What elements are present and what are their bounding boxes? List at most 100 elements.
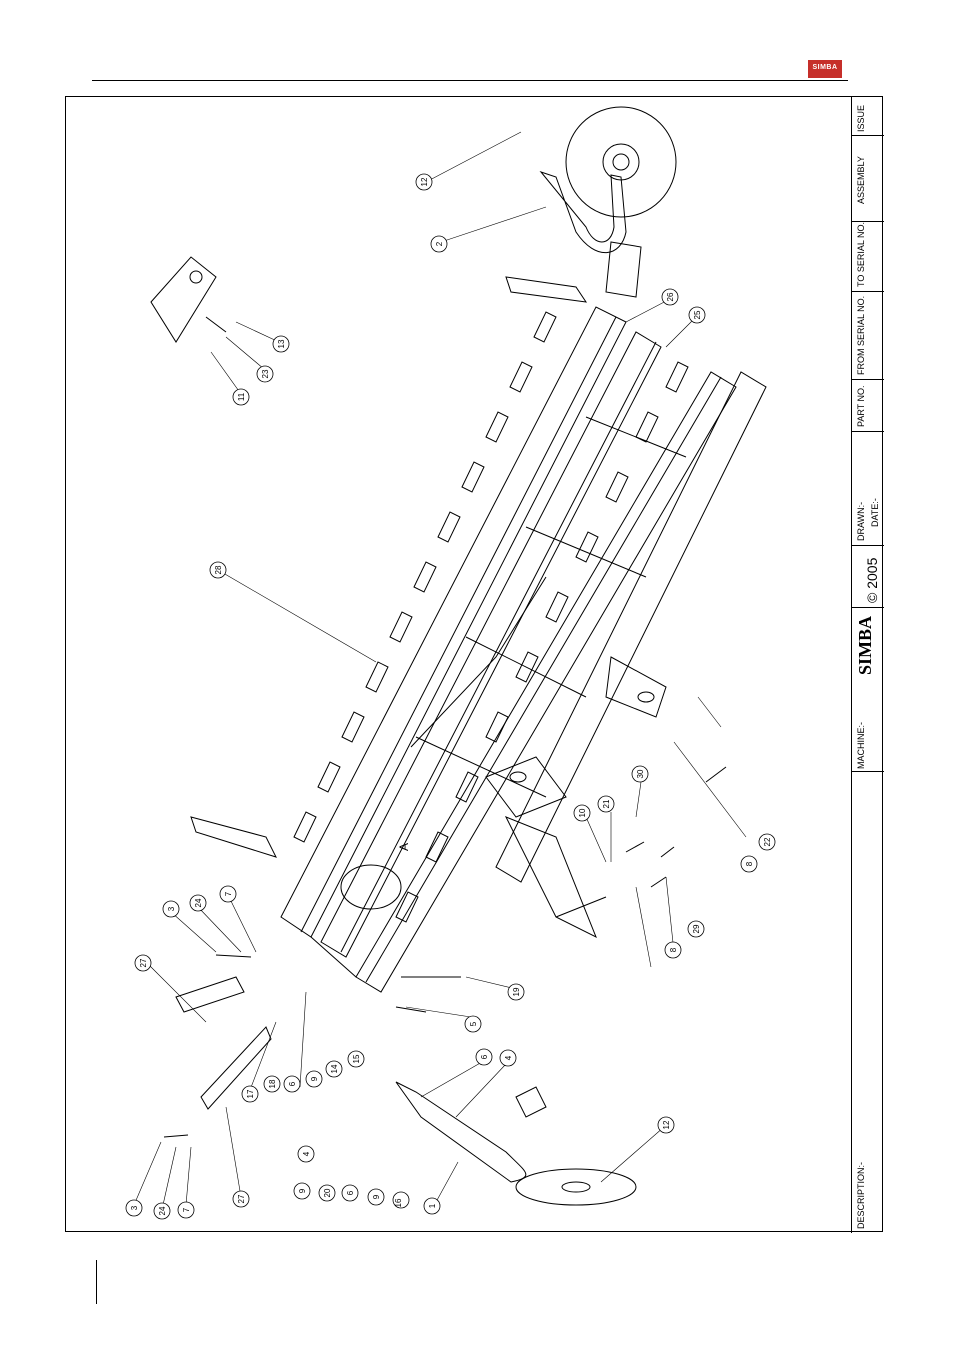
- callout-30: 30: [632, 766, 648, 782]
- tb-divider-to-serial: [851, 291, 884, 292]
- tb-divider-machine: [851, 771, 884, 772]
- svg-text:25: 25: [693, 310, 702, 319]
- svg-text:6: 6: [288, 1081, 297, 1086]
- svg-text:16: 16: [394, 1198, 403, 1207]
- svg-text:14: 14: [330, 1064, 339, 1073]
- callout-18: 18: [264, 1076, 280, 1092]
- tb-divider-from-serial: [851, 379, 884, 380]
- callout-6-mid: 6: [476, 1049, 492, 1065]
- callout-24-upper: 24: [190, 895, 206, 911]
- svg-text:10: 10: [578, 808, 587, 817]
- callout-6-lower: 6: [342, 1185, 358, 1201]
- svg-text:11: 11: [237, 392, 246, 401]
- callout-13: 13: [273, 336, 289, 352]
- svg-text:8: 8: [669, 947, 678, 952]
- view-label-a: A: [397, 843, 411, 851]
- svg-text:22: 22: [763, 837, 772, 846]
- svg-text:4: 4: [302, 1151, 311, 1156]
- callout-9-lower-a: 9: [294, 1183, 310, 1199]
- svg-text:6: 6: [480, 1054, 489, 1059]
- svg-text:4: 4: [504, 1055, 513, 1060]
- callout-21: 21: [598, 796, 614, 812]
- callout-7-lower: 7: [178, 1202, 194, 1218]
- svg-text:23: 23: [261, 369, 270, 378]
- callout-12-bottom: 12: [658, 1117, 674, 1133]
- copyright: © 2005: [864, 558, 880, 603]
- exploded-parts-diagram: 12 2 13 23 11 26 25 28 22 30 21 10 8 29 …: [66, 97, 884, 1233]
- svg-text:3: 3: [167, 906, 176, 911]
- svg-text:9: 9: [298, 1188, 307, 1193]
- svg-text:5: 5: [469, 1021, 478, 1026]
- svg-text:6: 6: [346, 1190, 355, 1195]
- callout-27-upper: 27: [135, 955, 151, 971]
- svg-text:28: 28: [214, 565, 223, 574]
- svg-text:15: 15: [352, 1054, 361, 1063]
- svg-text:13: 13: [277, 339, 286, 348]
- svg-text:12: 12: [662, 1120, 671, 1129]
- callout-17: 17: [242, 1086, 258, 1102]
- svg-text:7: 7: [182, 1207, 191, 1212]
- simba-logo: SIMBA: [808, 60, 842, 78]
- svg-text:2: 2: [435, 241, 444, 246]
- callout-2-top: 2: [431, 236, 447, 252]
- svg-text:9: 9: [310, 1076, 319, 1081]
- callout-15: 15: [348, 1051, 364, 1067]
- callout-11: 11: [233, 389, 249, 405]
- svg-text:20: 20: [323, 1188, 332, 1197]
- leader-lines: [134, 132, 746, 1205]
- callout-10: 10: [574, 805, 590, 821]
- part-no-label: PART NO.: [856, 385, 866, 427]
- brand-logo: SIMBA: [855, 616, 876, 675]
- callout-20: 20: [319, 1185, 335, 1201]
- callout-8-right: 8: [741, 856, 757, 872]
- svg-text:3: 3: [130, 1205, 139, 1210]
- callout-9-lower-b: 9: [368, 1189, 384, 1205]
- callout-7-upper: 7: [220, 886, 236, 902]
- machine-label: MACHINE:-: [856, 722, 866, 769]
- drawing-sheet: 12 2 13 23 11 26 25 28 22 30 21 10 8 29 …: [65, 96, 883, 1232]
- tb-vertical-divider: [851, 97, 852, 1233]
- callout-19: 19: [508, 984, 524, 1000]
- logo-text: SIMBA: [808, 64, 842, 71]
- callout-4-lower: 4: [298, 1146, 314, 1162]
- callout-27-lower: 27: [233, 1191, 249, 1207]
- callout-12-top: 12: [416, 174, 432, 190]
- callout-28: 28: [210, 562, 226, 578]
- frame-linework: [151, 107, 766, 1205]
- callout-6-upper: 6: [284, 1076, 300, 1092]
- tb-divider-logo: [851, 607, 884, 608]
- date-label: DATE:-: [870, 498, 880, 527]
- header-rule: [92, 80, 848, 81]
- svg-text:8: 8: [745, 861, 754, 866]
- from-serial-label: FROM SERIAL NO.: [856, 296, 866, 375]
- callouts: 12 2 13 23 11 26 25 28 22 30 21 10 8 29 …: [126, 174, 775, 1219]
- callout-3-upper: 3: [163, 901, 179, 917]
- svg-text:27: 27: [139, 958, 148, 967]
- svg-text:12: 12: [420, 177, 429, 186]
- drawn-label: DRAWN:-: [856, 502, 866, 541]
- svg-text:7: 7: [224, 891, 233, 896]
- callout-25: 25: [689, 307, 705, 323]
- svg-text:26: 26: [666, 292, 675, 301]
- assembly-label: ASSEMBLY: [856, 156, 866, 204]
- callout-14: 14: [326, 1061, 342, 1077]
- callout-26: 26: [662, 289, 678, 305]
- callout-24-lower: 24: [154, 1203, 170, 1219]
- svg-text:24: 24: [194, 898, 203, 907]
- svg-text:27: 27: [237, 1194, 246, 1203]
- svg-text:19: 19: [512, 987, 521, 996]
- svg-text:30: 30: [636, 769, 645, 778]
- svg-text:21: 21: [602, 799, 611, 808]
- svg-text:17: 17: [246, 1089, 255, 1098]
- tb-divider-issue: [851, 135, 884, 136]
- svg-text:1: 1: [428, 1203, 437, 1208]
- callout-4-mid: 4: [500, 1050, 516, 1066]
- svg-text:24: 24: [158, 1206, 167, 1215]
- callout-23: 23: [257, 366, 273, 382]
- description-label: DESCRIPTION:-: [856, 1162, 866, 1229]
- callout-5: 5: [465, 1016, 481, 1032]
- callout-16: 16: [393, 1192, 409, 1208]
- callout-29: 29: [688, 921, 704, 937]
- to-serial-label: TO SERIAL NO.: [856, 222, 866, 287]
- callout-1: 1: [424, 1198, 440, 1214]
